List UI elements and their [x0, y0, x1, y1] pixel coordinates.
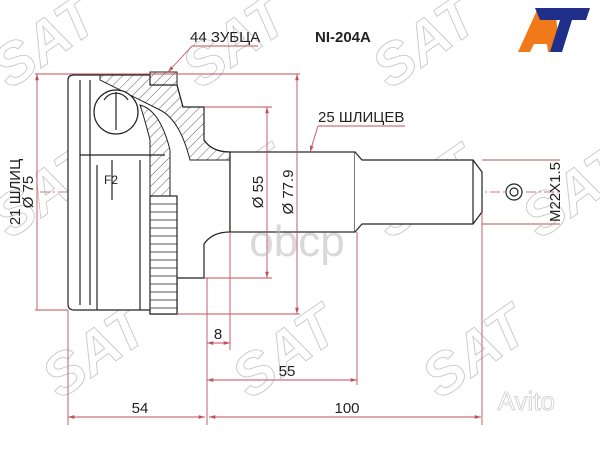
outer-housing: F2: [67, 71, 231, 315]
f2-label: F2: [104, 173, 118, 187]
dia-77-9-label: Ø 77.9: [280, 169, 297, 214]
svg-text:SAT: SAT: [170, 0, 303, 101]
dia-75-label: Ø 75: [20, 176, 37, 209]
dim-55: 55: [279, 363, 296, 380]
shaft: [229, 151, 523, 233]
dimension-lines: [35, 45, 560, 425]
dim-8: 8: [214, 326, 222, 343]
svg-text:SAT: SAT: [220, 291, 353, 411]
abs-ring: [149, 195, 178, 315]
svg-text:SAT: SAT: [360, 0, 493, 101]
splines-inner-label: 21 ШЛИЦ: [7, 159, 24, 225]
splines-outer-label: 25 ШЛИЦЕВ: [318, 109, 404, 126]
dia-55-label: Ø 55: [250, 176, 267, 209]
teeth-label: 44 ЗУБЦА: [190, 29, 260, 46]
at-logo: [518, 8, 590, 52]
avito-watermark: Avito: [498, 386, 555, 416]
dim-54: 54: [132, 400, 149, 417]
dim-100: 100: [334, 400, 359, 417]
thread-label: M22X1.5: [547, 162, 564, 222]
ring-gear-tooth: [149, 71, 178, 86]
part-number: NI-204A: [315, 29, 371, 46]
center-watermark: obcp: [249, 217, 344, 266]
